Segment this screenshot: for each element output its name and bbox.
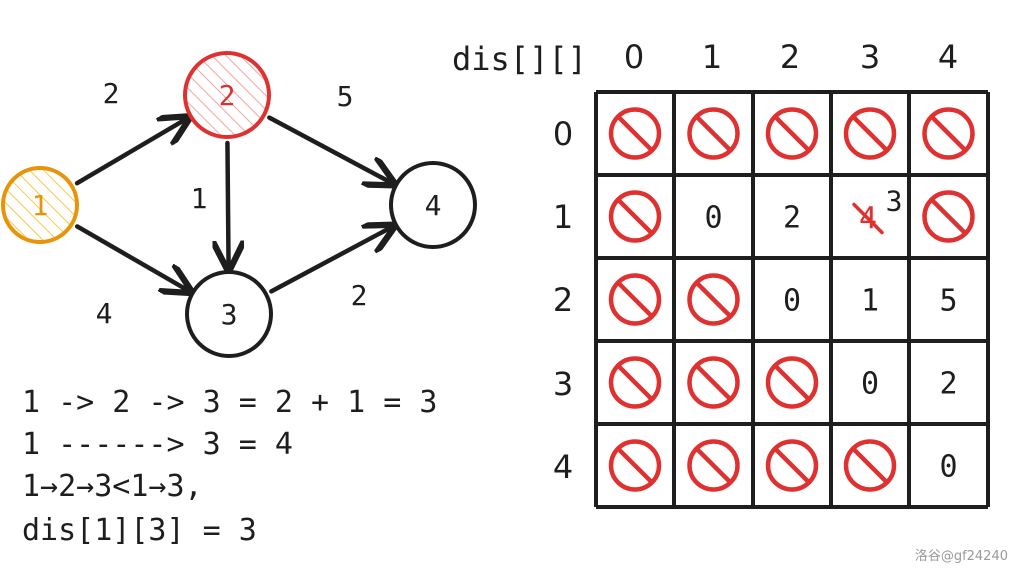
- col-header-0: 0: [624, 38, 644, 76]
- cell-r1c1: 0: [704, 201, 722, 236]
- edge-1-2: [74, 119, 186, 186]
- prohibited-icon-r3c0: [608, 356, 662, 409]
- explanation-line-1: 1 -> 2 -> 3 = 2 + 1 = 3: [22, 385, 437, 420]
- prohibited-icon-r1c4: [922, 190, 975, 243]
- explanation-line-4: dis[1][3] = 3: [22, 513, 257, 548]
- cell-new-value: 3: [886, 185, 903, 218]
- cell-r3c4: 2: [939, 367, 957, 402]
- row-header-4: 4: [553, 448, 573, 486]
- prohibited-icon-r0c1: [687, 107, 740, 160]
- prohibited-icon-r0c3: [843, 107, 897, 160]
- node-4: 4: [389, 161, 477, 249]
- distance-matrix: 0 2 43 0 1 5 0 2 0: [594, 90, 990, 509]
- node-1-label: 1: [32, 189, 49, 222]
- cell-r1c3-updated: 43: [852, 185, 903, 237]
- node-1: 1: [1, 166, 79, 244]
- edge-3-4: [269, 228, 390, 294]
- edge-weight-2-3: 1: [191, 182, 208, 215]
- prohibited-icon-r2c1: [687, 273, 740, 326]
- prohibited-icon-r0c0: [608, 107, 662, 160]
- cell-r3c3: 0: [861, 367, 879, 402]
- watermark: 洛谷@gf24240: [915, 549, 1008, 564]
- row-header-3: 3: [553, 365, 573, 403]
- node-3: 3: [185, 270, 273, 358]
- col-header-1: 1: [702, 38, 722, 76]
- cell-r4c4: 0: [939, 450, 957, 485]
- strike-mark: [852, 202, 884, 235]
- explanation-line-2: 1 ------> 3 = 4: [22, 427, 293, 462]
- node-4-label: 4: [425, 189, 442, 222]
- prohibited-icon-r4c1: [687, 439, 740, 492]
- graph-edges: [74, 115, 391, 294]
- row-header-0: 0: [553, 115, 573, 153]
- edge-weight-1-3: 4: [96, 297, 113, 330]
- col-header-4: 4: [938, 38, 958, 76]
- node-3-label: 3: [221, 298, 238, 331]
- prohibited-icon-r3c2: [765, 356, 819, 409]
- cell-r2c4: 5: [939, 284, 957, 319]
- col-header-3: 3: [860, 38, 880, 76]
- edge-weight-1-2: 2: [103, 77, 120, 110]
- prohibited-icon-r2c0: [608, 273, 662, 326]
- prohibited-icon-r0c2: [765, 107, 819, 160]
- edge-2-3: [227, 140, 228, 266]
- node-2-label: 2: [219, 79, 236, 112]
- edge-1-3: [74, 224, 187, 290]
- row-header-2: 2: [553, 281, 573, 319]
- prohibited-icon-r0c4: [922, 107, 975, 160]
- prohibited-icon-r1c0: [608, 190, 662, 243]
- explanation-line-3: 1→2→3<1→3,: [22, 469, 203, 504]
- cell-r2c3: 1: [861, 284, 879, 319]
- prohibited-icon-r4c3: [843, 439, 897, 492]
- edge-weight-3-4: 2: [351, 279, 368, 312]
- edge-2-4: [267, 115, 390, 183]
- cell-r2c2: 0: [783, 284, 801, 319]
- edge-weight-2-4: 5: [337, 80, 354, 113]
- cell-r1c2: 2: [783, 201, 801, 236]
- prohibited-icon-r3c1: [687, 356, 740, 409]
- prohibited-icon-r4c0: [608, 439, 662, 492]
- node-2: 2: [183, 51, 271, 139]
- prohibited-icon-r4c2: [765, 439, 819, 492]
- col-header-2: 2: [780, 38, 800, 76]
- matrix-title: dis[][]: [452, 40, 587, 78]
- row-header-1: 1: [553, 198, 573, 236]
